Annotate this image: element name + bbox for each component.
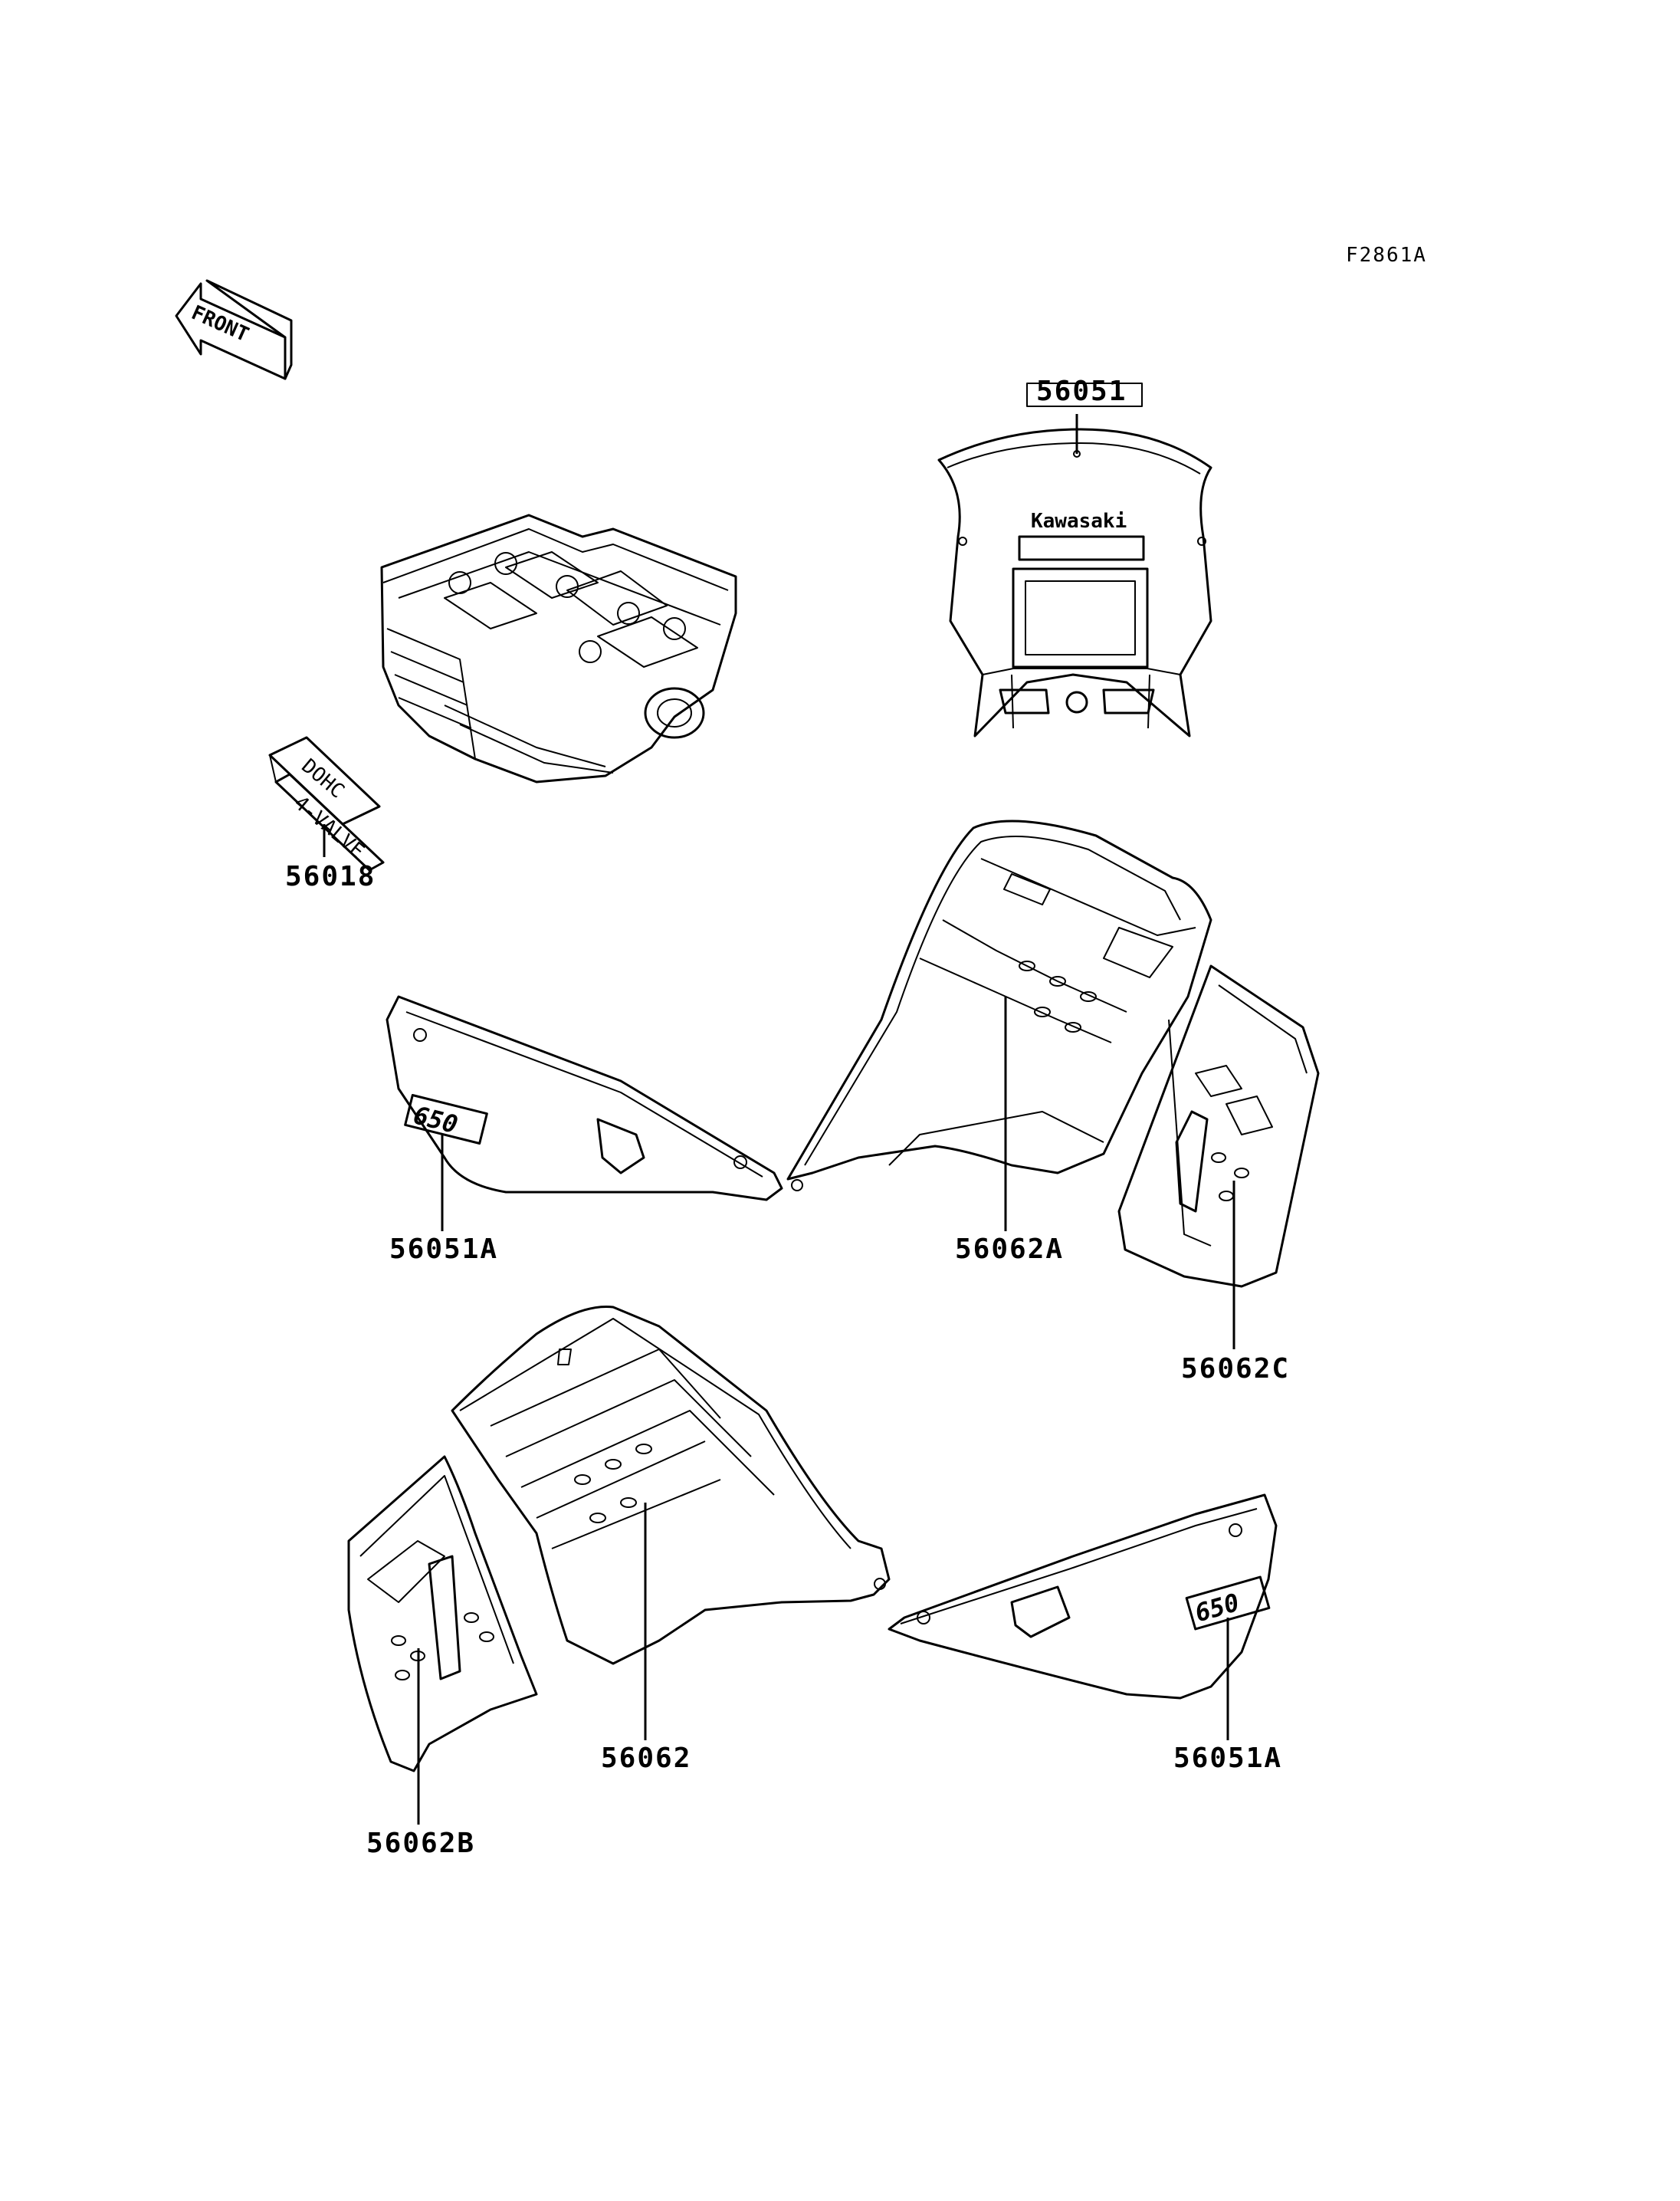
side-cover-right-drawing: 650 <box>888 1493 1278 1700</box>
side-cover-left-drawing: 650 <box>386 995 783 1201</box>
fairing-logo-text: Kawasaki <box>1031 510 1127 533</box>
cylinder-head-drawing <box>380 514 737 783</box>
figure-code: F2861A <box>1346 244 1427 267</box>
callout-56062b: 56062B <box>366 1828 475 1859</box>
callout-56018: 56018 <box>285 861 376 892</box>
callout-56062c: 56062C <box>1181 1353 1290 1385</box>
headlight-fairing-drawing: Kawasaki <box>937 383 1212 737</box>
callout-56051: 56051 <box>1036 376 1127 407</box>
dohc-4-valve-decal: DOHC 4-VALVE <box>268 736 385 872</box>
callout-56051a-left: 56051A <box>389 1234 498 1265</box>
front-arrow-icon: FRONT <box>175 279 293 380</box>
side-panel-left-drawing <box>347 1455 538 1772</box>
decal-text-4-valve: 4-VALVE <box>290 791 369 862</box>
tank-shroud-left-drawing <box>451 1305 891 1665</box>
callout-56062: 56062 <box>601 1743 691 1774</box>
side-panel-right-drawing <box>1117 964 1320 1288</box>
tank-shroud-right-drawing <box>786 820 1212 1191</box>
callout-56062a: 56062A <box>955 1234 1064 1265</box>
callout-56051a-right: 56051A <box>1173 1743 1282 1774</box>
